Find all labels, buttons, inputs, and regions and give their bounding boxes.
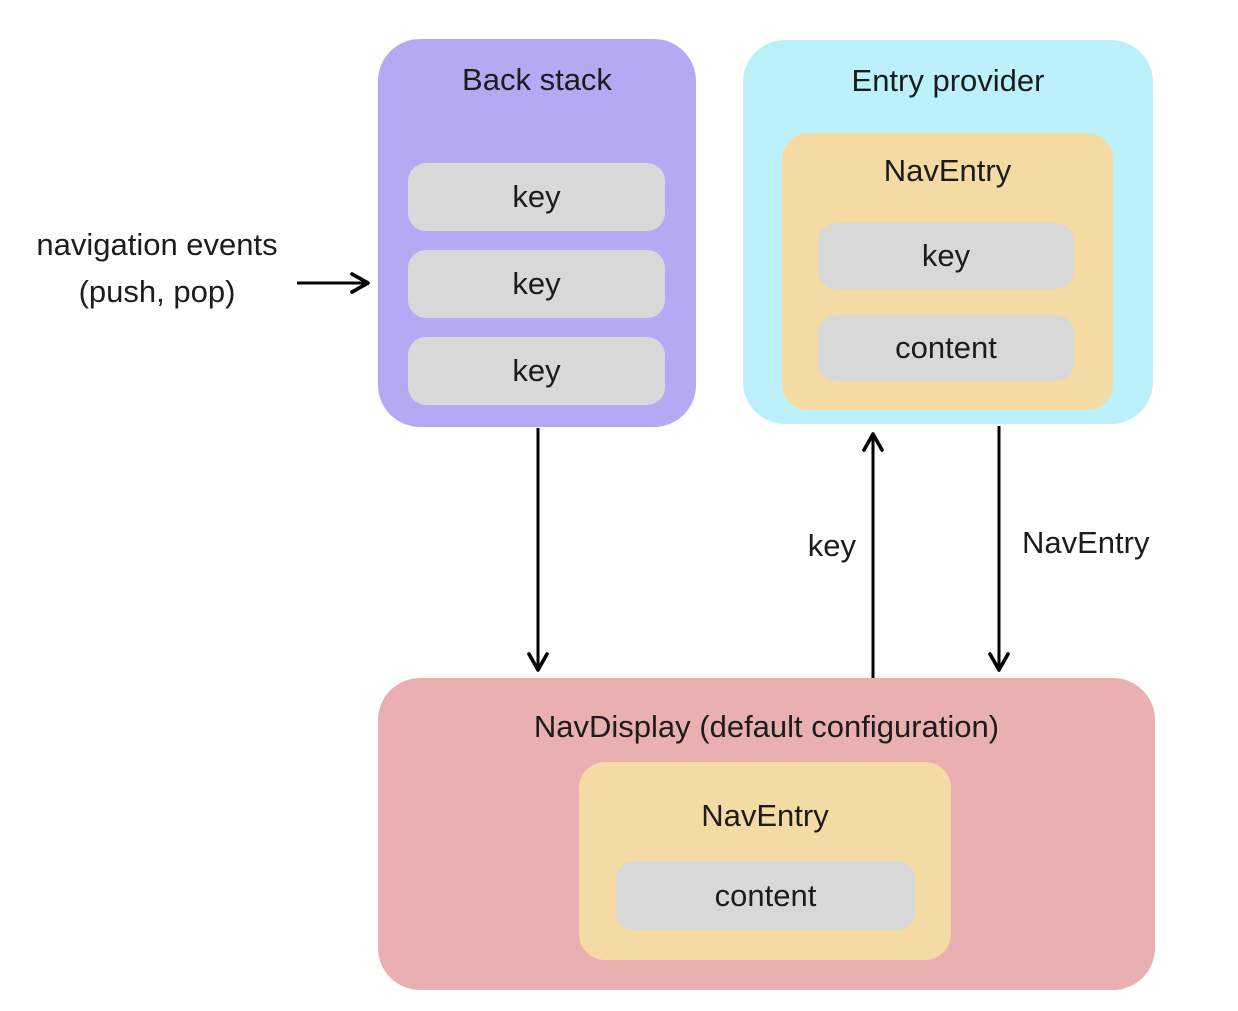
nav-entry-key-pill: key xyxy=(818,223,1074,289)
nav-entry-title: NavEntry xyxy=(883,153,1012,188)
back-stack-key-pill: key xyxy=(408,337,665,405)
nav-display-title: NavDisplay (default configuration) xyxy=(533,709,1000,744)
key-label: key xyxy=(512,179,561,214)
nav-entry-content-pill: content xyxy=(616,861,915,930)
entry-provider-title: Entry provider xyxy=(851,63,1045,98)
back-stack-key-pill: key xyxy=(408,163,665,231)
entry-provider-box: Entry provider NavEntry key content xyxy=(743,40,1153,424)
back-stack-title: Back stack xyxy=(462,62,612,97)
naventry-arrow-label: NavEntry xyxy=(1022,525,1150,560)
content-label: content xyxy=(895,330,997,365)
back-stack-key-pill: key xyxy=(408,250,665,318)
key-arrow-label: key xyxy=(807,528,856,563)
content-label: content xyxy=(714,877,817,913)
entry-provider-nav-entry-box: NavEntry key content xyxy=(782,133,1113,410)
annotation-line-2: (push, pop) xyxy=(78,274,236,309)
nav-entry-title: NavEntry xyxy=(701,798,829,833)
nav-display-box: NavDisplay (default configuration) NavEn… xyxy=(378,678,1155,990)
key-label: key xyxy=(512,353,561,388)
key-label: key xyxy=(512,266,561,301)
navigation-events-annotation: navigation events (push, pop) xyxy=(0,221,314,315)
key-label: key xyxy=(921,238,971,273)
back-stack-box: Back stack key key key xyxy=(378,39,696,427)
annotation-line-1: navigation events xyxy=(36,227,278,262)
nav-display-nav-entry-box: NavEntry content xyxy=(579,762,951,960)
nav-entry-content-pill: content xyxy=(818,315,1074,381)
